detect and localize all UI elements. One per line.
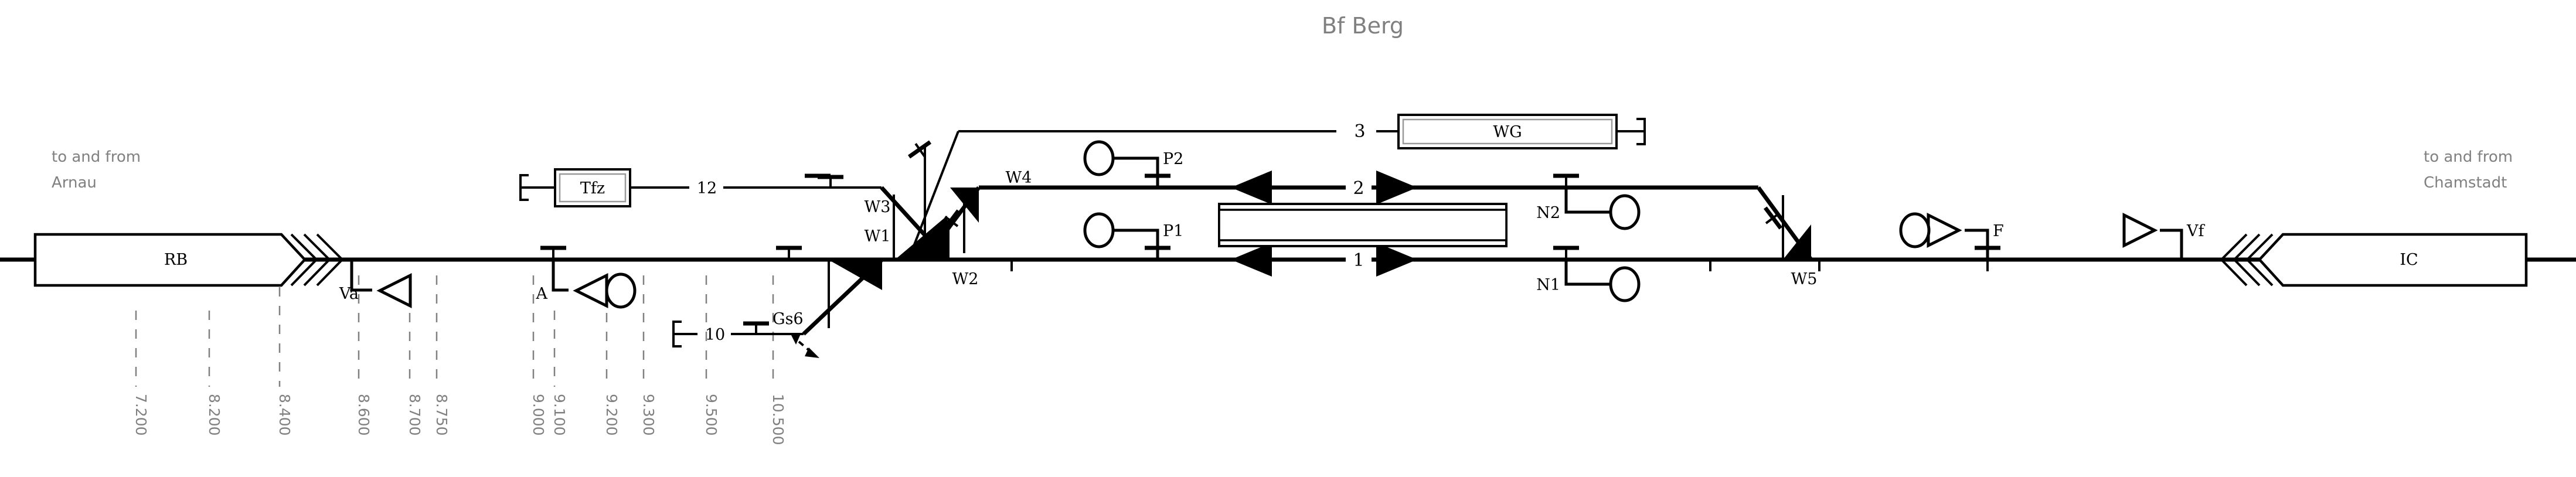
direction-label-left: to and from Arnau (52, 148, 141, 192)
km-label: 8.400 (276, 394, 293, 436)
main-signal-a-label: A (536, 285, 548, 303)
exit-signal-n1[interactable]: N1 (1536, 246, 1641, 302)
km-marker: 8.700 (406, 275, 423, 436)
wg-shed-label: WG (1493, 123, 1522, 141)
shunt-signal-p1-label: P1 (1163, 222, 1183, 240)
direction-right-line1: to and from (2424, 148, 2513, 166)
km-label: 8.200 (206, 394, 223, 436)
km-label: 8.750 (433, 394, 450, 436)
switch-w4[interactable]: W4 (907, 130, 1336, 260)
km-label: 7.200 (132, 394, 149, 436)
km-marker: 8.200 (206, 311, 223, 436)
platform (1218, 203, 1508, 247)
page-title: Bf Berg (1322, 13, 1404, 39)
train-rb-label: RB (164, 251, 188, 269)
train-chevrons-right (290, 233, 344, 287)
km-label: 10.500 (770, 394, 787, 445)
shunt-signal-p2[interactable]: P2 (1083, 140, 1183, 188)
main-signal-f-label: F (1993, 222, 2004, 240)
distant-signal-vf[interactable]: Vf (2122, 212, 2205, 260)
km-marker: 10.500 (770, 275, 787, 445)
train-ic-label: IC (2400, 251, 2418, 269)
train-chevrons-left (2220, 233, 2274, 287)
km-label: 8.600 (355, 394, 372, 436)
switch-w2-label: W2 (952, 270, 979, 288)
track-2-number: 2 (1353, 178, 1364, 199)
insulated-joint-w2 (941, 209, 961, 233)
derailer-gs6[interactable]: Gs6 (773, 310, 819, 358)
buffer-stop-track10 (672, 321, 697, 347)
switch-w5-label: W5 (1791, 270, 1818, 288)
joint (776, 246, 802, 260)
exit-signal-n2[interactable]: N2 (1536, 173, 1641, 230)
direction-left-line2: Arnau (52, 174, 97, 192)
joint (999, 257, 1025, 271)
switch-w3-label: W3 (865, 198, 891, 216)
km-marker: 8.600 (355, 275, 372, 436)
km-label: 9.300 (640, 394, 657, 436)
track-10-label: 10 (705, 326, 725, 344)
km-marker: 8.400 (276, 287, 293, 436)
direction-right-line2: Chamstadt (2424, 174, 2507, 192)
track-3-group: 3 WG (1354, 114, 1646, 149)
buffer-stop-track12 (519, 174, 555, 201)
switch-w1-label: W1 (865, 227, 891, 246)
km-marker: 9.000 (530, 275, 547, 436)
track-10-group: 10 Gs6 (672, 310, 819, 358)
shunt-signal-p1[interactable]: P1 (1083, 212, 1183, 260)
tfz-shed-label: Tfz (580, 179, 605, 197)
track-12-label: 12 (697, 179, 717, 197)
main-signal-a[interactable]: A (536, 246, 637, 309)
distant-signal-va-label: Va (339, 285, 359, 303)
derailer-gs6-label: Gs6 (773, 310, 804, 328)
km-label: 9.500 (703, 394, 720, 436)
km-marker: 9.500 (703, 275, 720, 436)
km-label: 9.000 (530, 394, 547, 436)
switch-w5[interactable]: W5 (1757, 186, 1818, 288)
track-3-label: 3 (1354, 121, 1365, 142)
km-marker: 9.200 (603, 275, 620, 436)
insulated-joint-w5 (1763, 206, 1783, 230)
train-rb: RB (33, 233, 344, 287)
main-signal-f[interactable]: F (1899, 212, 2004, 271)
switch-w4-label: W4 (1006, 169, 1032, 187)
buffer-stop-track3 (1617, 118, 1646, 145)
track-1-label: 1 (1353, 250, 1364, 271)
km-label: 8.700 (406, 394, 423, 436)
exit-signal-n2-label: N2 (1536, 204, 1560, 222)
tfz-shed: Tfz (554, 168, 631, 207)
joint (1806, 257, 1832, 271)
shunt-signal-p2-label: P2 (1163, 150, 1183, 168)
km-marker: 8.750 (433, 275, 450, 436)
distant-signal-va[interactable]: Va (339, 260, 412, 309)
track-12-group: Tfz 12 (519, 168, 882, 207)
exit-signal-n1-label: N1 (1536, 276, 1560, 294)
track-2-arrows: 2 (1231, 171, 1417, 205)
insulated-joints-main (776, 173, 1832, 271)
insulated-joint-w4 (907, 140, 932, 159)
distant-signal-vf-label: Vf (2186, 222, 2205, 240)
wg-shed: WG (1397, 114, 1618, 149)
km-scale: 7.200 8.200 8.400 8.600 8.700 8.750 9.00… (132, 275, 787, 445)
switch-w1[interactable]: W1 (802, 227, 891, 336)
km-label: 9.200 (603, 394, 620, 436)
switch-w2[interactable]: W2 (923, 186, 981, 288)
insulated-joint-track10 (743, 321, 769, 335)
km-marker: 7.200 (132, 311, 149, 436)
direction-left-line1: to and from (52, 148, 141, 166)
direction-label-right: to and from Chamstadt (2424, 148, 2513, 192)
km-marker: 9.100 (551, 311, 568, 436)
track-1-arrows: 1 (1231, 243, 1417, 277)
km-label: 9.100 (551, 394, 568, 436)
joint (1697, 257, 1723, 271)
train-ic: IC (2220, 233, 2576, 287)
km-marker: 9.300 (640, 275, 657, 436)
